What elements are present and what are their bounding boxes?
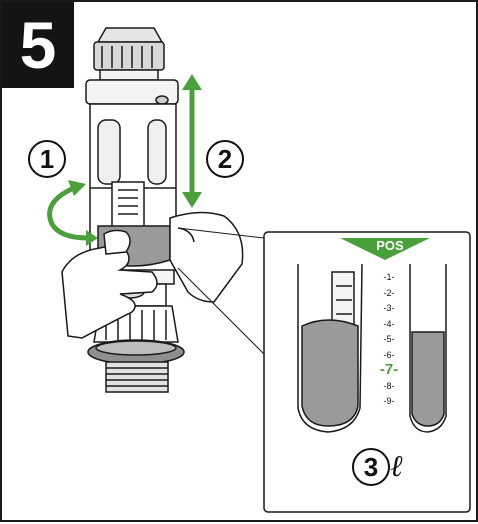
label-volume: 3 [352, 448, 390, 486]
litre-unit: ℓ [390, 450, 403, 483]
pos-marker [340, 238, 430, 260]
label-rotate: 1 [28, 140, 66, 178]
scale-tick: -3- [383, 303, 395, 313]
scale-tick: -8- [383, 380, 395, 391]
label-lift: 2 [206, 140, 244, 178]
scale-tick: -4- [383, 318, 395, 329]
rotate-arrow [47, 180, 98, 246]
scale-tick: -7- [379, 361, 399, 378]
hand-right [169, 211, 244, 303]
step-number-badge: 5 [2, 2, 74, 88]
pos-label: POS [376, 238, 404, 253]
scale-tick: -2- [383, 287, 395, 298]
flush-valve [85, 27, 185, 393]
zoom-callout-lines [177, 227, 265, 355]
scale-tick: -5- [383, 334, 395, 344]
zoom-panel [263, 231, 471, 513]
scale-tick: -1- [383, 272, 395, 282]
scale-tick: -9- [383, 396, 395, 406]
hand-left [61, 229, 158, 339]
scale-tick: -6- [383, 349, 395, 360]
lift-arrow [182, 74, 202, 208]
